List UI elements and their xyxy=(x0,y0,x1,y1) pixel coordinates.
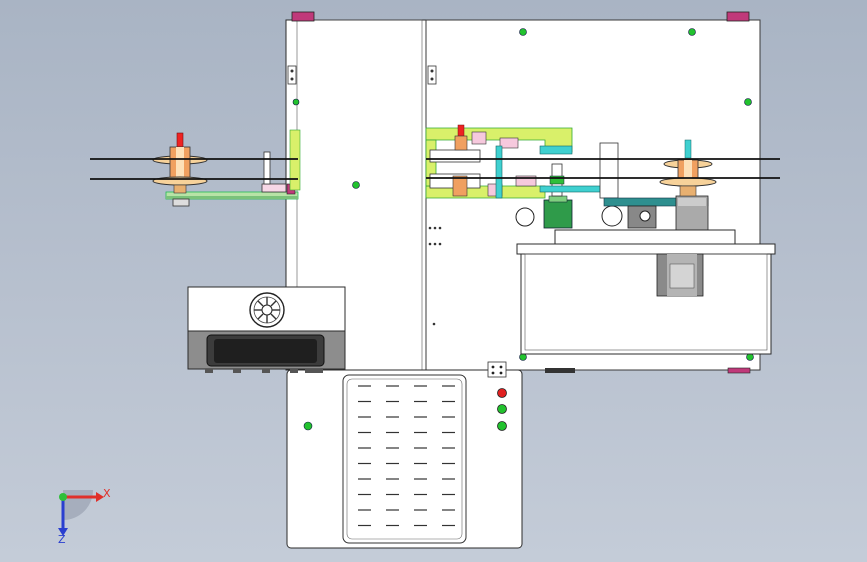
vent-slots xyxy=(358,385,455,527)
vent-grille xyxy=(342,374,467,544)
magenta-bracket-right xyxy=(726,11,750,22)
fastener-dot xyxy=(303,421,313,431)
fastener-dot xyxy=(292,98,300,106)
cooling-fan xyxy=(249,292,285,328)
left-electrical-box xyxy=(187,286,346,373)
x-axis-head xyxy=(96,492,104,502)
indicator-lights xyxy=(497,388,507,431)
feed-wires xyxy=(90,158,780,180)
green-motor xyxy=(543,199,573,229)
cyan-guide xyxy=(539,185,605,193)
vertical-post xyxy=(599,142,619,199)
indicator-red xyxy=(497,388,507,398)
fastener-dot xyxy=(519,28,527,36)
magenta-bracket-left xyxy=(291,11,315,22)
indicator-green-1 xyxy=(497,404,507,414)
fastener-dot xyxy=(746,353,754,361)
z-axis-head xyxy=(58,528,68,536)
y-axis-dot xyxy=(59,493,67,501)
guide-wheel xyxy=(515,207,535,227)
left-spool-assembly xyxy=(152,132,299,207)
x-axis-label: X xyxy=(103,487,111,500)
lower-cabinet xyxy=(286,361,523,549)
fastener-dot xyxy=(744,98,752,106)
control-panel-plate xyxy=(487,361,507,378)
guide-wheel xyxy=(601,205,623,227)
right-spool-assembly xyxy=(599,139,717,231)
red-shaft xyxy=(176,132,184,148)
indicator-green-2 xyxy=(497,421,507,431)
fastener-dot xyxy=(688,28,696,36)
housing-lid xyxy=(516,243,776,255)
right-housing xyxy=(516,229,776,355)
housing-body xyxy=(520,253,772,355)
feed-mechanism xyxy=(289,124,623,229)
fastener-dot xyxy=(352,181,360,189)
cyan-rod xyxy=(495,145,503,199)
z-axis-label: Z xyxy=(58,533,66,546)
fastener-dot xyxy=(519,353,527,361)
axis-triad: X Z xyxy=(58,487,111,546)
